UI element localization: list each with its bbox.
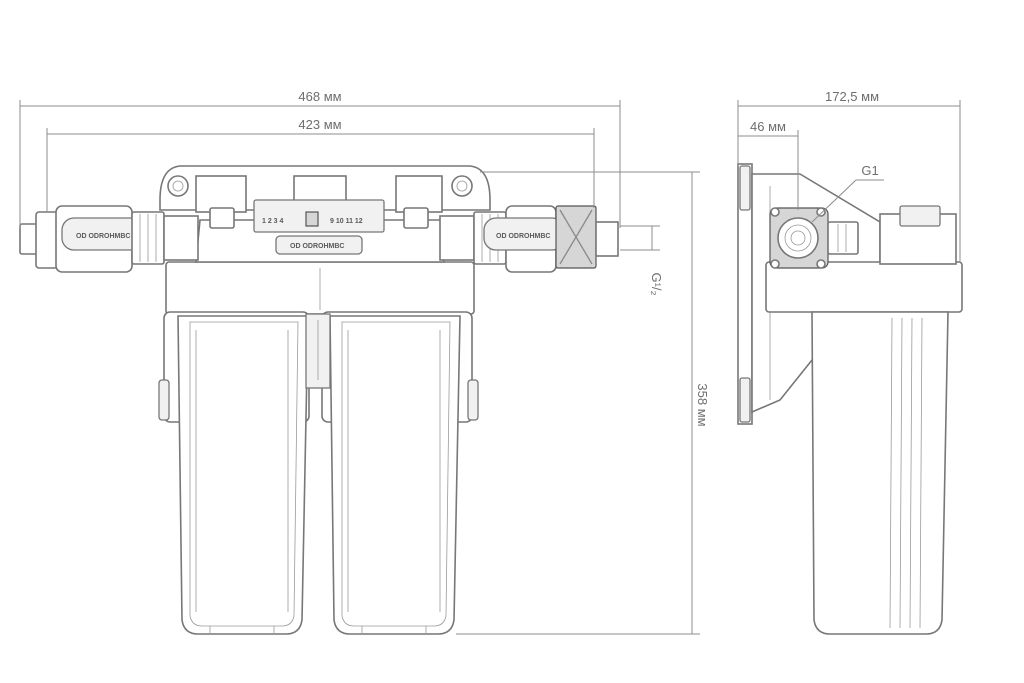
- right-outlet-valve: OD ODROHMBC: [439, 205, 619, 273]
- svg-text:9 10 11 12: 9 10 11 12: [330, 218, 363, 225]
- side-depth-label: 172,5 мм: [825, 89, 879, 104]
- side-view: [737, 163, 963, 635]
- svg-text:OD ODROHMBC: OD ODROHMBC: [76, 233, 130, 240]
- side-thread-label: G1: [861, 163, 878, 178]
- side-inlet-port: [769, 207, 859, 269]
- front-dimensions: 468 мм 423 мм 358 мм G¹/₂: [19, 89, 710, 635]
- left-filter-housing: [158, 311, 310, 635]
- side-dimensions: 172,5 мм 46 мм G1: [737, 89, 961, 262]
- height-label: 358 мм: [695, 383, 710, 426]
- left-inlet-valve: OD ODROHMBC: [19, 205, 199, 273]
- side-offset-label: 46 мм: [750, 119, 786, 134]
- center-logo: [275, 235, 363, 255]
- right-filter-housing: [321, 311, 479, 635]
- date-dial: [253, 199, 385, 233]
- inner-width-label: 423 мм: [298, 117, 341, 132]
- front-view: 1 2 3 4 9 10 11 12 OD ODROHMBC OD ODROHM…: [19, 165, 619, 635]
- front-thread-label: G¹/₂: [649, 272, 664, 295]
- total-width-label: 468 мм: [298, 89, 341, 104]
- svg-text:OD ODROHMBC: OD ODROHMBC: [496, 233, 550, 240]
- svg-text:OD ODROHMBC: OD ODROHMBC: [290, 243, 344, 250]
- head-top: 1 2 3 4 9 10 11 12 OD ODROHMBC: [195, 199, 445, 263]
- svg-text:1 2 3 4: 1 2 3 4: [262, 218, 284, 225]
